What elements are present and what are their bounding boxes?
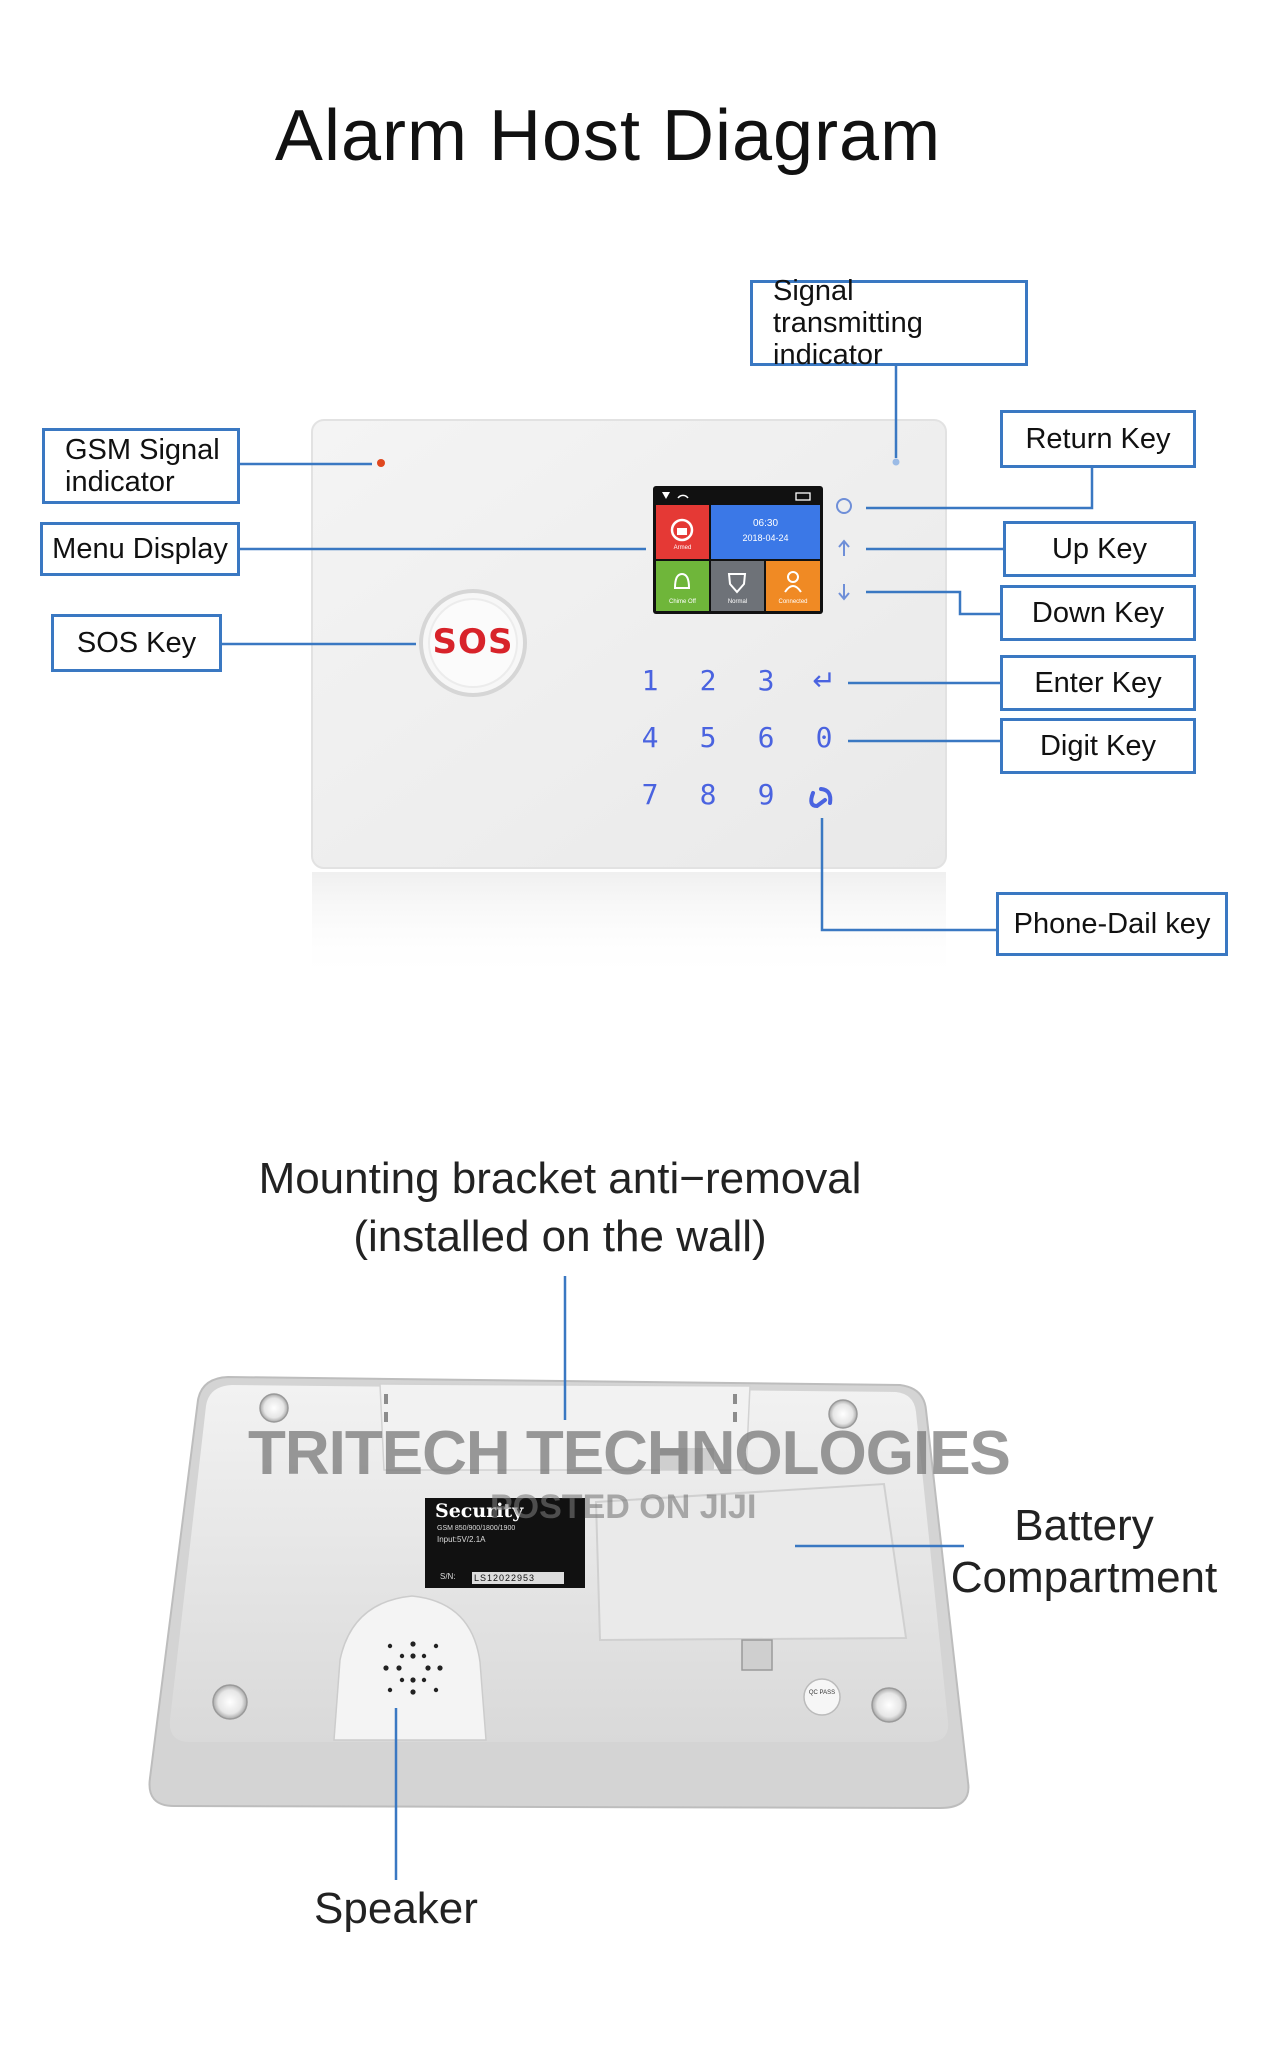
sticker-sn-label: S/N: bbox=[440, 1572, 456, 1581]
callout-phone-dial-key: Phone-Dail key bbox=[996, 892, 1228, 956]
callout-gsm-signal: GSM Signal indicator bbox=[42, 428, 240, 504]
callout-up-key-text: Up Key bbox=[1051, 533, 1148, 565]
signal-led bbox=[892, 458, 900, 466]
panel-reflection bbox=[312, 872, 946, 982]
callout-digit-key: Digit Key bbox=[1000, 718, 1196, 774]
callout-enter-key-text: Enter Key bbox=[1034, 667, 1162, 699]
sticker-sn: LS12022953 bbox=[474, 1573, 536, 1583]
speaker-housing bbox=[333, 1595, 487, 1741]
slot bbox=[733, 1394, 737, 1404]
tile-time bbox=[711, 505, 820, 559]
sn-box bbox=[472, 1572, 564, 1584]
user-icon-body bbox=[784, 585, 802, 593]
screen-signal-icon bbox=[662, 492, 670, 499]
shield-icon bbox=[727, 573, 747, 594]
callout-down-key-text: Down Key bbox=[1031, 597, 1165, 629]
callout-down-key: Down Key bbox=[1000, 585, 1196, 641]
screw-hole-tl bbox=[259, 1393, 289, 1423]
callout-digit-key-text: Digit Key bbox=[1039, 730, 1157, 762]
line-phone bbox=[820, 818, 1000, 932]
qc-pass-text: QC PASS bbox=[808, 1690, 836, 1696]
watermark-sub: POSTED ON JIJI bbox=[490, 1488, 757, 1526]
user-icon bbox=[787, 571, 799, 583]
bracket-tab bbox=[660, 1448, 714, 1470]
tile-normal bbox=[711, 561, 764, 611]
key-2[interactable]: 2 bbox=[699, 664, 717, 697]
screen-time: 06:30 bbox=[752, 518, 779, 529]
callout-gsm-signal-text: GSM Signal indicator bbox=[65, 434, 220, 498]
enter-key[interactable]: ↵ bbox=[812, 664, 836, 697]
battery-latch bbox=[741, 1639, 773, 1671]
lock-icon-body bbox=[677, 528, 687, 535]
sos-button-face bbox=[428, 598, 518, 688]
tile-armed-label: Armed bbox=[673, 545, 692, 551]
slot bbox=[384, 1394, 388, 1404]
callout-up-key: Up Key bbox=[1003, 521, 1196, 577]
mounting-line-1: Mounting bracket anti−removal bbox=[258, 1154, 862, 1203]
battery-compartment-label: Battery Compartment bbox=[934, 1500, 1234, 1604]
callout-phone-dial-key-text: Phone-Dail key bbox=[1013, 908, 1211, 940]
bell-icon bbox=[673, 572, 691, 589]
screen-wifi-icon bbox=[677, 494, 689, 499]
callout-enter-key: Enter Key bbox=[1000, 655, 1196, 711]
key-4[interactable]: 4 bbox=[641, 721, 659, 754]
key-0[interactable]: 0 bbox=[815, 721, 833, 754]
callout-signal-transmitting: Signal transmitting indicator bbox=[750, 275, 1028, 371]
key-5[interactable]: 5 bbox=[699, 721, 717, 754]
key-9[interactable]: 9 bbox=[757, 778, 775, 811]
sticker-spec-1: GSM 850/900/1800/1900 bbox=[437, 1525, 516, 1532]
sos-button-label[interactable]: SOS bbox=[432, 622, 514, 662]
gsm-led bbox=[377, 459, 385, 467]
keypad: 1 2 3 ↵ 4 5 6 0 7 8 9 bbox=[625, 664, 845, 824]
callout-return-key-text: Return Key bbox=[1025, 423, 1171, 455]
key-8[interactable]: 8 bbox=[699, 778, 717, 811]
tile-chime-label: Chime Off bbox=[669, 599, 696, 605]
screen-date: 2018-04-24 bbox=[742, 533, 789, 543]
tile-chime bbox=[656, 561, 709, 611]
callout-signal-transmitting-text: Signal transmitting indicator bbox=[773, 275, 923, 371]
screw-hole-bl bbox=[212, 1684, 248, 1720]
slot bbox=[733, 1412, 737, 1422]
lock-icon bbox=[670, 518, 694, 542]
tile-connected-label: Connected bbox=[778, 599, 808, 605]
sticker-spec-2: Input:5V/2.1A bbox=[437, 1535, 486, 1544]
watermark-main: TRITECH TECHNOLOGIES bbox=[248, 1419, 1011, 1488]
callout-menu-display: Menu Display bbox=[40, 522, 240, 576]
callout-return-key: Return Key bbox=[1000, 410, 1196, 468]
key-1[interactable]: 1 bbox=[641, 664, 659, 697]
key-6[interactable]: 6 bbox=[757, 721, 775, 754]
speaker-label: Speaker bbox=[314, 1884, 478, 1933]
key-3[interactable]: 3 bbox=[757, 664, 775, 697]
mounting-line-2: (installed on the wall) bbox=[353, 1212, 767, 1261]
callout-sos-key: SOS Key bbox=[51, 614, 222, 672]
up-key-icon bbox=[838, 539, 850, 556]
mounting-bracket bbox=[379, 1383, 751, 1471]
speaker-grille bbox=[383, 1641, 443, 1695]
callout-sos-key-text: SOS Key bbox=[76, 627, 197, 659]
battery-line-1: Battery bbox=[1014, 1501, 1154, 1550]
phone-dial-icon bbox=[809, 787, 833, 809]
callout-menu-display-text: Menu Display bbox=[52, 533, 228, 565]
qc-pass-sticker bbox=[803, 1678, 841, 1716]
sticker-brand: Security bbox=[435, 1500, 524, 1522]
screen-battery-icon bbox=[795, 492, 811, 501]
mounting-bracket-label: Mounting bracket anti−removal (installed… bbox=[170, 1150, 950, 1266]
screw-hole-br bbox=[871, 1687, 907, 1723]
battery-compartment bbox=[594, 1482, 908, 1642]
slot bbox=[384, 1412, 388, 1422]
page-title: Alarm Host Diagram bbox=[274, 96, 942, 176]
line-down bbox=[866, 590, 1005, 616]
key-7[interactable]: 7 bbox=[641, 778, 659, 811]
line-return bbox=[866, 468, 1094, 510]
screw-hole-tr bbox=[828, 1399, 858, 1429]
down-key-icon bbox=[838, 584, 850, 601]
tile-normal-label: Normal bbox=[727, 599, 748, 605]
return-key-icon bbox=[836, 498, 852, 514]
battery-line-2: Compartment bbox=[950, 1553, 1218, 1602]
